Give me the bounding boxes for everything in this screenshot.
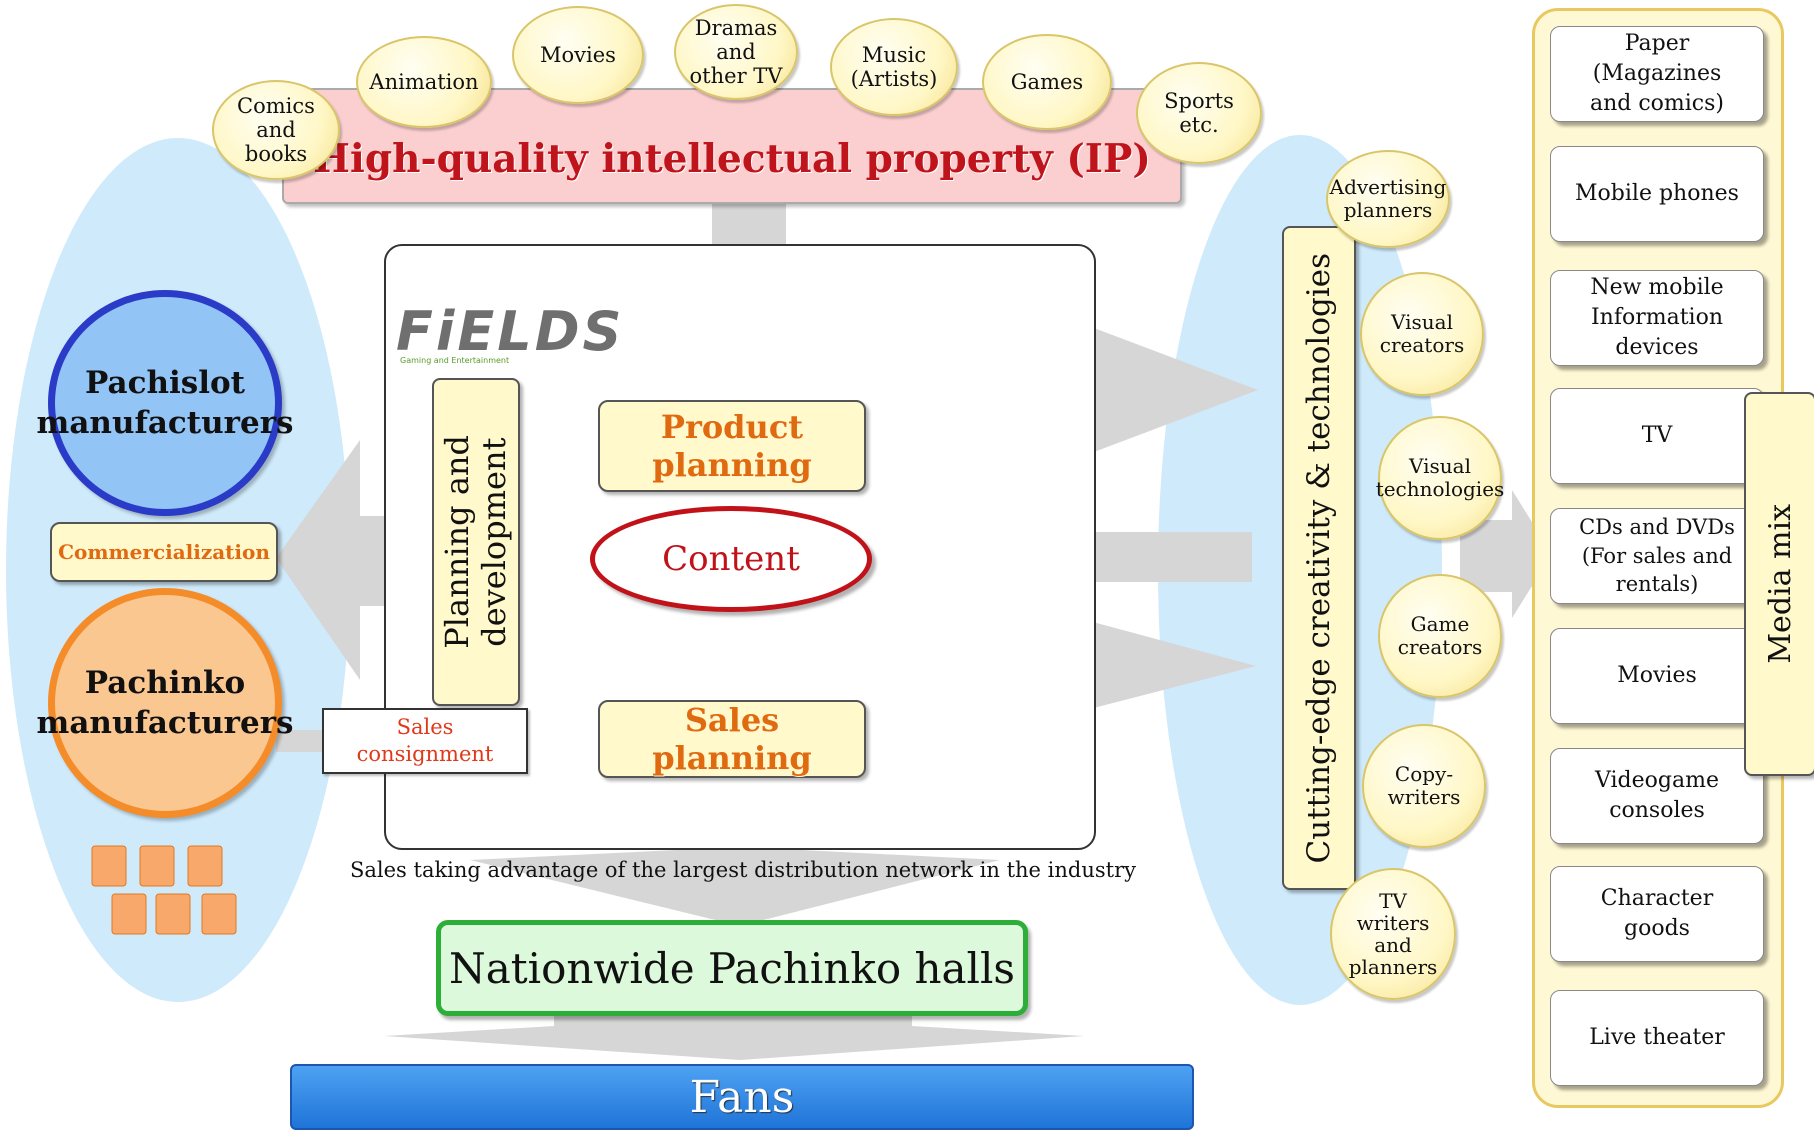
planning-development-box: Planning and development <box>432 378 520 706</box>
machine-icon <box>139 845 175 887</box>
media-item-live-theater: Live theater <box>1550 990 1764 1086</box>
media-item-mobile-phones: Mobile phones <box>1550 146 1764 242</box>
media-item-character-goods: Character goods <box>1550 866 1764 962</box>
ip-source-games: Games <box>982 34 1112 130</box>
machine-icon <box>111 893 147 935</box>
media-item-mobile-devices: New mobile Information devices <box>1550 270 1764 366</box>
media-item-videogame-consoles: Videogame consoles <box>1550 748 1764 844</box>
ip-title: High-quality intellectual property (IP) <box>313 136 1151 182</box>
sales-planning-box: Sales planning <box>598 700 866 778</box>
pachinko-machine-icons <box>91 845 237 935</box>
pachinko-manufacturers-circle: Pachinko manufacturers <box>37 588 293 818</box>
planning-development-label: Planning and development <box>438 435 513 649</box>
arrow-halls-to-fans <box>384 1010 1084 1060</box>
fields-logo: FiELDS <box>396 300 625 363</box>
media-item-movies: Movies <box>1550 628 1764 724</box>
machine-icon <box>187 845 223 887</box>
media-mix-label: Media mix <box>1762 504 1798 664</box>
creator-advertising-planners: Advertising planners <box>1326 150 1450 248</box>
media-item-paper: Paper (Magazines and comics) <box>1550 26 1764 122</box>
machine-icon <box>155 893 191 935</box>
pachislot-manufacturers-circle: Pachislot manufacturers <box>37 290 293 516</box>
ip-source-comics: Comics and books <box>212 80 340 180</box>
fans-bar: Fans <box>290 1064 1194 1130</box>
media-mix-label-box: Media mix <box>1744 392 1814 776</box>
creator-tv-writers: TV writers and planners <box>1330 868 1456 1000</box>
media-item-cds-dvds: CDs and DVDs (For sales and rentals) <box>1550 508 1764 604</box>
ip-source-sports: Sports etc. <box>1136 62 1262 164</box>
creativity-technologies-label: Cutting-edge creativity & technologies <box>1301 252 1337 864</box>
creativity-technologies-box: Cutting-edge creativity & technologies <box>1282 226 1356 890</box>
creator-game-creators: Game creators <box>1378 574 1502 698</box>
commercialization-box: Commercialization <box>50 522 278 582</box>
nationwide-halls-box: Nationwide Pachinko halls <box>436 920 1028 1016</box>
creator-visual-technologies: Visual technologies <box>1376 416 1504 540</box>
distribution-caption: Sales taking advantage of the largest di… <box>350 858 1136 882</box>
product-planning-box: Product planning <box>598 400 866 492</box>
ip-source-music: Music (Artists) <box>830 18 958 116</box>
machine-icon <box>91 845 127 887</box>
ip-source-movies: Movies <box>512 6 644 104</box>
machine-icon <box>201 893 237 935</box>
sales-consignment-box: Sales consignment <box>322 708 528 774</box>
creator-copywriters: Copy- writers <box>1362 724 1486 848</box>
content-oval: Content <box>590 506 872 612</box>
media-item-tv: TV <box>1550 388 1764 484</box>
arrow-planning-to-commercialization <box>276 440 428 680</box>
ip-source-animation: Animation <box>356 36 492 128</box>
ip-source-dramas: Dramas and other TV <box>674 4 798 100</box>
creator-visual-creators: Visual creators <box>1360 272 1484 396</box>
fields-logo-tagline: Gaming and Entertainment <box>400 356 510 365</box>
